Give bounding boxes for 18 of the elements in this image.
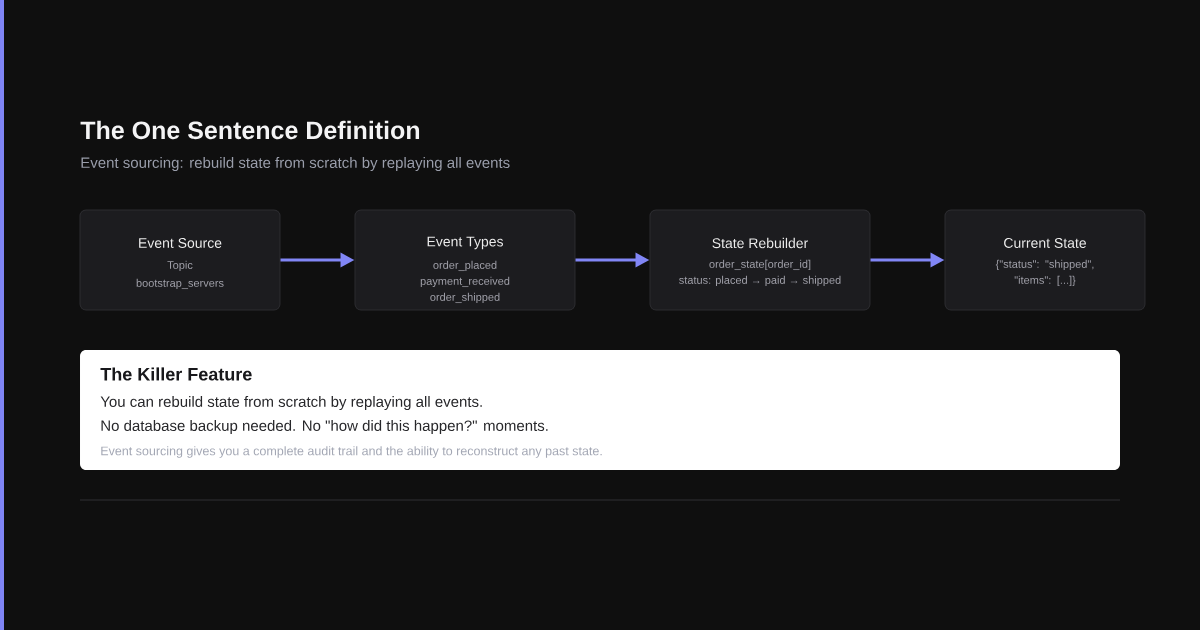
- detail-text: bootstrap_servers: [136, 278, 224, 290]
- detail-text: order_shipped: [430, 292, 500, 304]
- card-heading: The Killer Feature: [100, 367, 252, 381]
- box-heading: Event Source: [139, 238, 222, 248]
- body-text: You can rebuild state from scratch by replaying all events.: [100, 396, 482, 410]
- box-heading: Event Types: [427, 236, 503, 250]
- body-text: No database backup needed. No "how did this happen?" moments.: [101, 420, 548, 434]
- subtitle: Event sourcing: rebuild state from scratch by replaying all events: [81, 157, 510, 171]
- detail-text: payment_received: [420, 276, 510, 288]
- box-heading: State Rebuilder: [712, 237, 808, 249]
- detail-text: order_state[order_id]: [709, 259, 811, 271]
- title: The One Sentence Definition: [80, 120, 420, 140]
- detail-text: order_placed: [433, 260, 497, 272]
- note-text: Event sourcing gives you a complete audit trail and the ability to reconstruct any past state.: [101, 446, 602, 458]
- detail-text: {"status": "shipped", "items": [...]}: [995, 259, 1094, 287]
- detail-text: Topic: [167, 260, 193, 272]
- box-heading: Current State: [1004, 238, 1086, 248]
- detail-text: status: placed → paid → shipped: [679, 275, 841, 287]
